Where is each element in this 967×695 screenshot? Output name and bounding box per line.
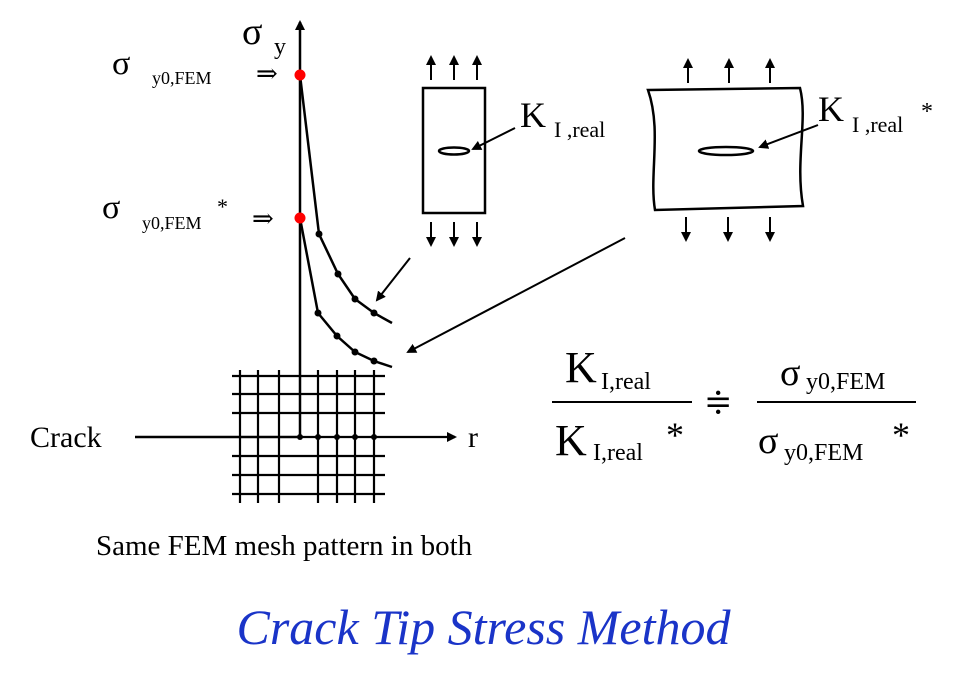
formula-den-left-k: K xyxy=(555,416,587,465)
large-specimen-load-arrows xyxy=(681,58,775,242)
crack-label: Crack xyxy=(30,421,102,454)
large-specimen-k-star: * xyxy=(921,99,933,125)
formula-den-right-star: * xyxy=(892,415,910,455)
mesh-nodes xyxy=(297,434,377,440)
upper-stress-arrow: ⇒ xyxy=(256,59,278,88)
upper-stress-subscript: y0,FEM xyxy=(152,68,212,88)
lower-stress-arrow: ⇒ xyxy=(252,204,274,233)
r-axis-label: r xyxy=(468,421,478,454)
formula-den-right-sigma: σ xyxy=(758,420,778,462)
large-specimen xyxy=(646,86,805,212)
lower-stress-star: * xyxy=(217,194,228,219)
large-specimen-k: K xyxy=(818,89,844,129)
arrow-small-specimen-to-curve xyxy=(375,257,411,302)
tip-stress-point-lower xyxy=(294,212,306,224)
curve-nodes xyxy=(314,230,378,365)
formula-num-right-sigma: σ xyxy=(780,352,800,394)
small-specimen xyxy=(421,86,487,215)
sigma-y-axis-subscript: y xyxy=(274,34,286,60)
formula-den-left-star: * xyxy=(666,415,684,455)
formula-den-right-sub: y0,FEM xyxy=(784,440,863,466)
small-specimen-load-arrows xyxy=(426,55,482,247)
small-specimen-k-subscript: I ,real xyxy=(554,117,605,142)
formula-num-right-sub: y0,FEM xyxy=(806,369,885,395)
small-specimen-k: K xyxy=(520,95,546,135)
formula-den-left-sub: I,real xyxy=(593,440,643,466)
formula-approx-sign: ≑ xyxy=(704,384,733,421)
slide-title: Crack Tip Stress Method xyxy=(236,599,731,655)
lower-stress-subscript: y0,FEM xyxy=(142,213,202,233)
formula-num-left-sub: I,real xyxy=(601,369,651,395)
sigma-y-axis-label: σ xyxy=(242,11,262,53)
lower-stress-symbol: σ xyxy=(102,189,120,226)
formula-num-left-k: K xyxy=(565,343,597,392)
upper-stress-symbol: σ xyxy=(112,45,130,82)
arrow-large-k-label xyxy=(758,124,819,149)
large-specimen-k-subscript: I ,real xyxy=(852,112,903,137)
arrow-large-specimen-to-curve xyxy=(406,237,626,353)
ratio-formula: K I,real K I,real * ≑ σ y0,FEM σ y0,FEM … xyxy=(552,343,916,466)
tip-stress-point-upper xyxy=(294,69,306,81)
arrow-small-k-label xyxy=(471,127,516,150)
mesh-caption: Same FEM mesh pattern in both xyxy=(96,530,473,562)
stress-curve-lower xyxy=(298,217,393,369)
